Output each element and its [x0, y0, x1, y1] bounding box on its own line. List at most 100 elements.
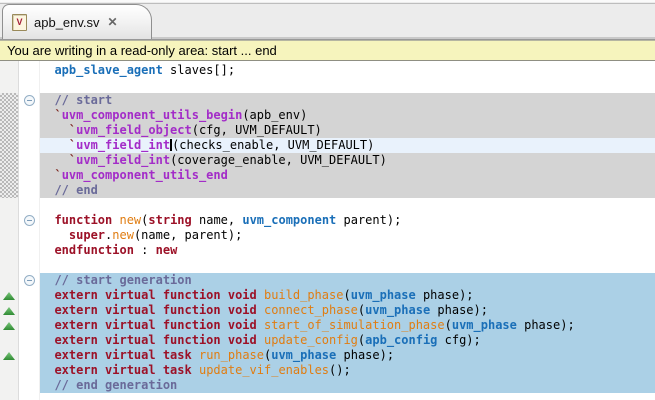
code-line[interactable]: // end generation: [40, 378, 655, 393]
code-line[interactable]: // start generation: [40, 273, 655, 288]
code-token: (: [141, 213, 149, 227]
fold-collapse-icon[interactable]: [24, 215, 35, 226]
code-line[interactable]: function new(string name, uvm_component …: [40, 213, 655, 228]
folding-ruler: [19, 61, 40, 400]
code-token: // start: [54, 93, 113, 107]
code-token: extern virtual function void: [54, 303, 257, 317]
code-token: [40, 93, 54, 107]
code-token: uvm_field_int: [76, 138, 171, 152]
code-line[interactable]: extern virtual task update_vif_enables()…: [40, 363, 655, 378]
readonly-warning-bar: You are writing in a read-only area: sta…: [0, 40, 655, 61]
code-token: new: [155, 243, 178, 257]
code-token: [40, 183, 54, 197]
code-line[interactable]: `uvm_component_utils_begin(apb_env): [40, 108, 655, 123]
code-token: uvm_component: [242, 213, 337, 227]
code-token: `: [68, 138, 77, 152]
code-token: phase);: [516, 318, 575, 332]
code-token: extern virtual function void: [54, 288, 257, 302]
override-marker-icon[interactable]: [3, 307, 15, 315]
code-token: phase);: [415, 288, 474, 302]
code-token: apb_config: [365, 333, 438, 347]
code-token: phase);: [430, 303, 488, 317]
code-line[interactable]: extern virtual function void update_conf…: [40, 333, 655, 348]
code-token: :: [133, 243, 156, 257]
code-token: [40, 333, 54, 347]
tab-title: apb_env.sv: [34, 14, 100, 30]
code-token: [40, 363, 54, 377]
code-token: ();: [329, 363, 351, 377]
code-token: run_phase: [198, 348, 264, 362]
code-line[interactable]: endfunction : new: [40, 243, 655, 258]
code-line[interactable]: apb_slave_agent slaves[];: [40, 63, 655, 78]
code-token: (: [264, 348, 272, 362]
code-token: [40, 138, 69, 152]
code-token: [40, 273, 54, 287]
code-line[interactable]: // start: [40, 93, 655, 108]
code-token: [40, 318, 54, 332]
code-line[interactable]: extern virtual task run_phase(uvm_phase …: [40, 348, 655, 363]
code-token: `: [54, 168, 62, 182]
code-token: uvm_field_int: [76, 153, 171, 167]
code-line[interactable]: [40, 198, 655, 213]
code-token: [192, 348, 199, 362]
tab-apb-env-sv[interactable]: V apb_env.sv ✕: [2, 4, 152, 39]
code-line[interactable]: [40, 78, 655, 93]
code-token: (: [357, 303, 366, 317]
code-token: uvm_phase: [451, 318, 517, 332]
code-token: [257, 288, 264, 302]
text-cursor: [170, 139, 173, 151]
code-token: `: [54, 108, 62, 122]
override-marker-icon[interactable]: [3, 352, 15, 360]
code-token: build_phase: [263, 288, 344, 302]
code-line[interactable]: // end: [40, 183, 655, 198]
code-token: `: [68, 153, 77, 167]
code-line[interactable]: super.new(name, parent);: [40, 228, 655, 243]
code-token: (name, parent);: [133, 228, 243, 242]
code-editor[interactable]: apb_slave_agent slaves[]; // start `uvm_…: [0, 61, 655, 400]
code-text-area[interactable]: apb_slave_agent slaves[]; // start `uvm_…: [40, 61, 655, 400]
code-token: connect_phase: [263, 303, 358, 317]
code-line[interactable]: [40, 258, 655, 273]
code-token: (: [343, 288, 351, 302]
code-token: (coverage_enable, UVM_DEFAULT): [170, 153, 387, 167]
code-token: // start generation: [54, 273, 192, 287]
code-line[interactable]: `uvm_field_int(coverage_enable, UVM_DEFA…: [40, 153, 655, 168]
code-token: .: [105, 228, 113, 242]
code-line[interactable]: `uvm_field_object(cfg, UVM_DEFAULT): [40, 123, 655, 138]
code-token: super: [68, 228, 106, 242]
code-token: // end: [54, 183, 98, 197]
code-token: function: [54, 213, 113, 227]
code-token: string: [148, 213, 192, 227]
code-token: extern virtual function void: [54, 333, 257, 347]
code-token: start_of_simulation_phase: [263, 318, 445, 332]
code-token: extern virtual task: [54, 363, 192, 377]
code-line[interactable]: `uvm_component_utils_end: [40, 168, 655, 183]
code-token: phase);: [336, 348, 395, 362]
code-token: [40, 243, 54, 257]
code-token: uvm_phase: [271, 348, 337, 362]
code-token: [192, 363, 199, 377]
code-token: uvm_phase: [350, 288, 416, 302]
code-token: `: [68, 123, 77, 137]
code-token: uvm_component_utils_end: [61, 168, 228, 182]
override-marker-icon[interactable]: [3, 322, 15, 330]
code-line[interactable]: extern virtual function void start_of_si…: [40, 318, 655, 333]
code-token: (checks_enable, UVM_DEFAULT): [172, 138, 375, 152]
code-token: extern virtual function void: [54, 318, 257, 332]
close-icon[interactable]: ✕: [107, 15, 118, 29]
code-token: [40, 348, 54, 362]
fold-collapse-icon[interactable]: [24, 95, 35, 106]
code-token: slaves[];: [162, 63, 236, 77]
code-token: new: [112, 228, 134, 242]
code-line[interactable]: extern virtual function void build_phase…: [40, 288, 655, 303]
code-token: [40, 108, 54, 122]
code-token: uvm_field_object: [76, 123, 192, 137]
code-line[interactable]: extern virtual function void connect_pha…: [40, 303, 655, 318]
code-token: update_vif_enables: [198, 363, 330, 377]
code-token: // end generation: [54, 378, 178, 392]
override-marker-icon[interactable]: [3, 292, 15, 300]
code-token: parent);: [336, 213, 402, 227]
code-line[interactable]: `uvm_field_int(checks_enable, UVM_DEFAUL…: [40, 138, 655, 153]
fold-collapse-icon[interactable]: [24, 275, 35, 286]
code-token: (cfg, UVM_DEFAULT): [191, 123, 322, 137]
